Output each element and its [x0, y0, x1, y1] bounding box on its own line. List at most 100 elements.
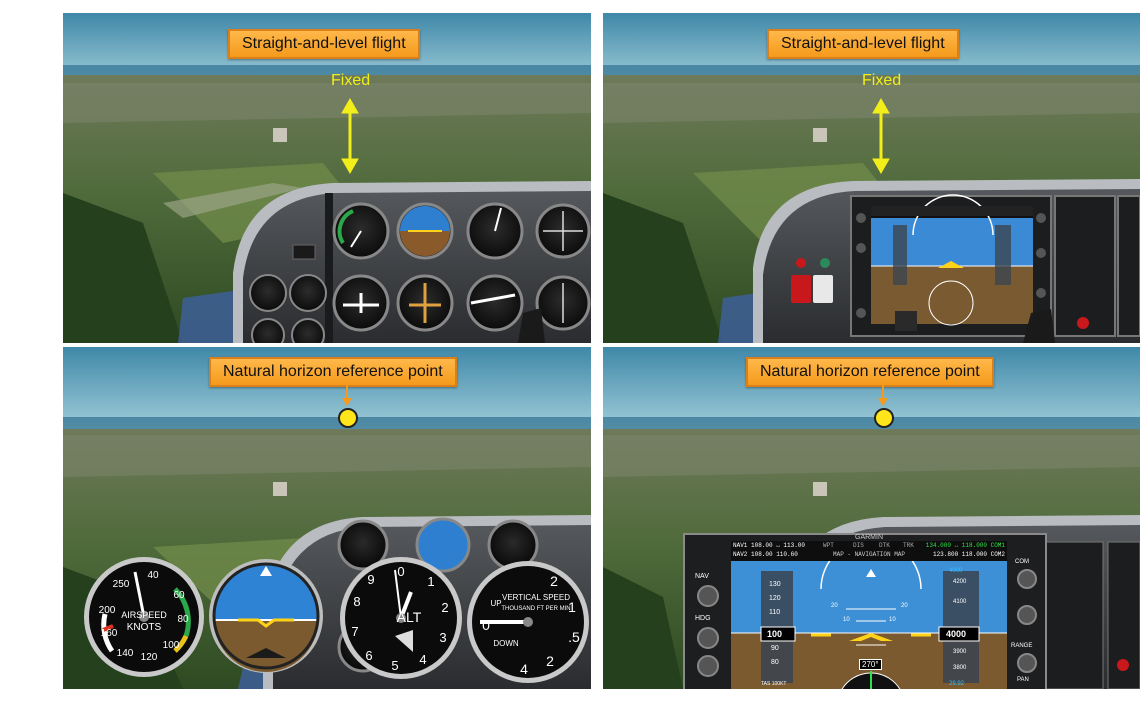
attitude-indicator: [209, 559, 323, 673]
nav1-freq: NAV1 108.00 ↔ 113.00: [733, 542, 806, 549]
vsi-down: DOWN: [493, 639, 519, 648]
svg-text:2: 2: [550, 573, 558, 589]
pitch-mark: 10: [843, 617, 850, 623]
right-knob-column: COM RANGE PAN: [1009, 543, 1045, 689]
horizon-reference-dot: [874, 408, 894, 428]
panel-label: Natural horizon reference point: [209, 357, 457, 387]
g1000-pfd: GARMIN NAV HDG NAV1 108.00 ↔ 113.00 NAV2…: [683, 533, 1047, 689]
panel-bottom-right: GARMIN NAV HDG NAV1 108.00 ↔ 113.00 NAV2…: [603, 347, 1140, 689]
pfd-brand: GARMIN: [855, 534, 883, 541]
tas-readout: TAS 100KT: [761, 681, 787, 687]
airspeed-tick: 100: [163, 640, 180, 651]
crs-baro-knob[interactable]: [1017, 605, 1037, 625]
page-title: MAP - NAVIGATION MAP: [833, 551, 906, 558]
pfd-screen: NAV1 108.00 ↔ 113.00 NAV2 108.00 110.60 …: [731, 541, 1007, 689]
svg-text:1: 1: [427, 574, 434, 589]
panel-bottom-left: 40 60 80 100 120 140 160 200 250 AIRSPEE…: [63, 347, 591, 689]
range-knob-label: RANGE: [1011, 643, 1033, 649]
pan-label: PAN: [1017, 677, 1029, 683]
airspeed-tick: 200: [99, 605, 116, 616]
range-knob[interactable]: [1017, 653, 1037, 673]
pitch-mark: 20: [831, 603, 838, 609]
crs-knob[interactable]: [697, 655, 719, 677]
nav-knob[interactable]: [697, 585, 719, 607]
heading-readout: 270°: [859, 659, 882, 670]
com2-freq: 123.800 118.000 COM2: [932, 551, 1005, 558]
svg-text:2: 2: [441, 600, 448, 615]
svg-text:5: 5: [391, 658, 398, 673]
svg-text:9: 9: [367, 572, 374, 587]
vsi-title: VERTICAL SPEED: [502, 593, 570, 602]
airspeed-title: AIRSPEED: [121, 610, 167, 620]
com-knob[interactable]: [1017, 569, 1037, 589]
airspeed-units: KNOTS: [127, 622, 162, 633]
panel-top-left: Straight-and-level flight Fixed: [63, 13, 591, 343]
airspeed-indicator: 40 60 80 100 120 140 160 200 250 AIRSPEE…: [84, 557, 204, 677]
baro-setting: 29.92: [949, 681, 965, 687]
airspeed-tick: 60: [173, 590, 185, 601]
vertical-speed-indicator: 21.5 240 VERTICAL SPEED THOUSAND FT PER …: [467, 561, 589, 683]
speed-tape-label: 90: [771, 645, 779, 652]
cockpit-scene: [63, 13, 591, 343]
speed-tape-label: 80: [771, 659, 779, 666]
panel-top-right: Straight-and-level flight Fixed: [603, 13, 1140, 343]
wpt-field: WPT: [823, 542, 834, 549]
cockpit-scene: [603, 13, 1140, 343]
alt-tape-label: 4200: [953, 579, 967, 585]
airspeed-tick: 80: [177, 614, 189, 625]
pointer-arrow: [342, 385, 352, 406]
svg-text:3: 3: [439, 630, 446, 645]
nav2-freq: NAV2 108.00 110.60: [733, 551, 798, 558]
pitch-mark: 10: [889, 617, 896, 623]
altimeter-label: ALT: [397, 609, 422, 625]
alt-tape-label: 3800: [953, 665, 967, 671]
alt-tape-label: 3900: [953, 649, 967, 655]
dis-field: DIS: [853, 542, 864, 549]
speed-current: 100: [767, 629, 783, 639]
fixed-arrow: [341, 97, 359, 175]
com-knob-label: COM: [1015, 559, 1029, 565]
airspeed-tick: 250: [113, 579, 130, 590]
svg-text:0: 0: [482, 617, 490, 633]
svg-text:1: 1: [568, 599, 576, 615]
fixed-label: Fixed: [862, 72, 902, 89]
speed-tape-label: 130: [769, 581, 781, 588]
sea: [63, 65, 591, 75]
airspeed-tick: 140: [117, 648, 134, 659]
panel-label: Natural horizon reference point: [746, 357, 994, 387]
speed-tape-label: 120: [769, 595, 781, 602]
left-knob-column: NAV HDG: [685, 543, 729, 689]
hdg-knob[interactable]: [697, 627, 719, 649]
svg-text:6: 6: [365, 648, 372, 663]
com1-freq: 134.000 ↔ 118.000 COM1: [925, 542, 1005, 549]
airspeed-tick: 120: [141, 652, 158, 663]
alt-current: 4000: [946, 629, 967, 639]
speed-tape-label: 110: [769, 609, 781, 616]
alt-bug: 4000: [949, 568, 963, 574]
svg-text:7: 7: [351, 624, 358, 639]
airspeed-tick: 160: [101, 628, 118, 639]
airspeed-tick: 40: [147, 570, 159, 581]
svg-text:.5: .5: [568, 629, 580, 645]
hdg-knob-label: HDG: [695, 615, 711, 622]
svg-text:0: 0: [397, 564, 404, 579]
alt-tape-label: 4100: [953, 599, 967, 605]
fixed-arrow: [872, 97, 890, 175]
pointer-arrow: [878, 385, 888, 406]
panel-label: Straight-and-level flight: [767, 29, 959, 59]
gauges: [249, 202, 591, 343]
yoke: [518, 308, 545, 343]
dtk-field: DTK: [879, 542, 890, 549]
trk-field: TRK: [903, 542, 914, 549]
pfd-topbar: NAV1 108.00 ↔ 113.00 NAV2 108.00 110.60 …: [731, 541, 1007, 561]
pitch-mark: 20: [901, 603, 908, 609]
building: [273, 128, 287, 142]
svg-text:4: 4: [520, 661, 528, 677]
svg-text:2: 2: [546, 653, 554, 669]
nav-knob-label: NAV: [695, 573, 709, 580]
svg-text:8: 8: [353, 594, 360, 609]
vsi-up: UP: [490, 599, 501, 608]
master-switch: [791, 275, 811, 303]
panel-label: Straight-and-level flight: [228, 29, 420, 59]
